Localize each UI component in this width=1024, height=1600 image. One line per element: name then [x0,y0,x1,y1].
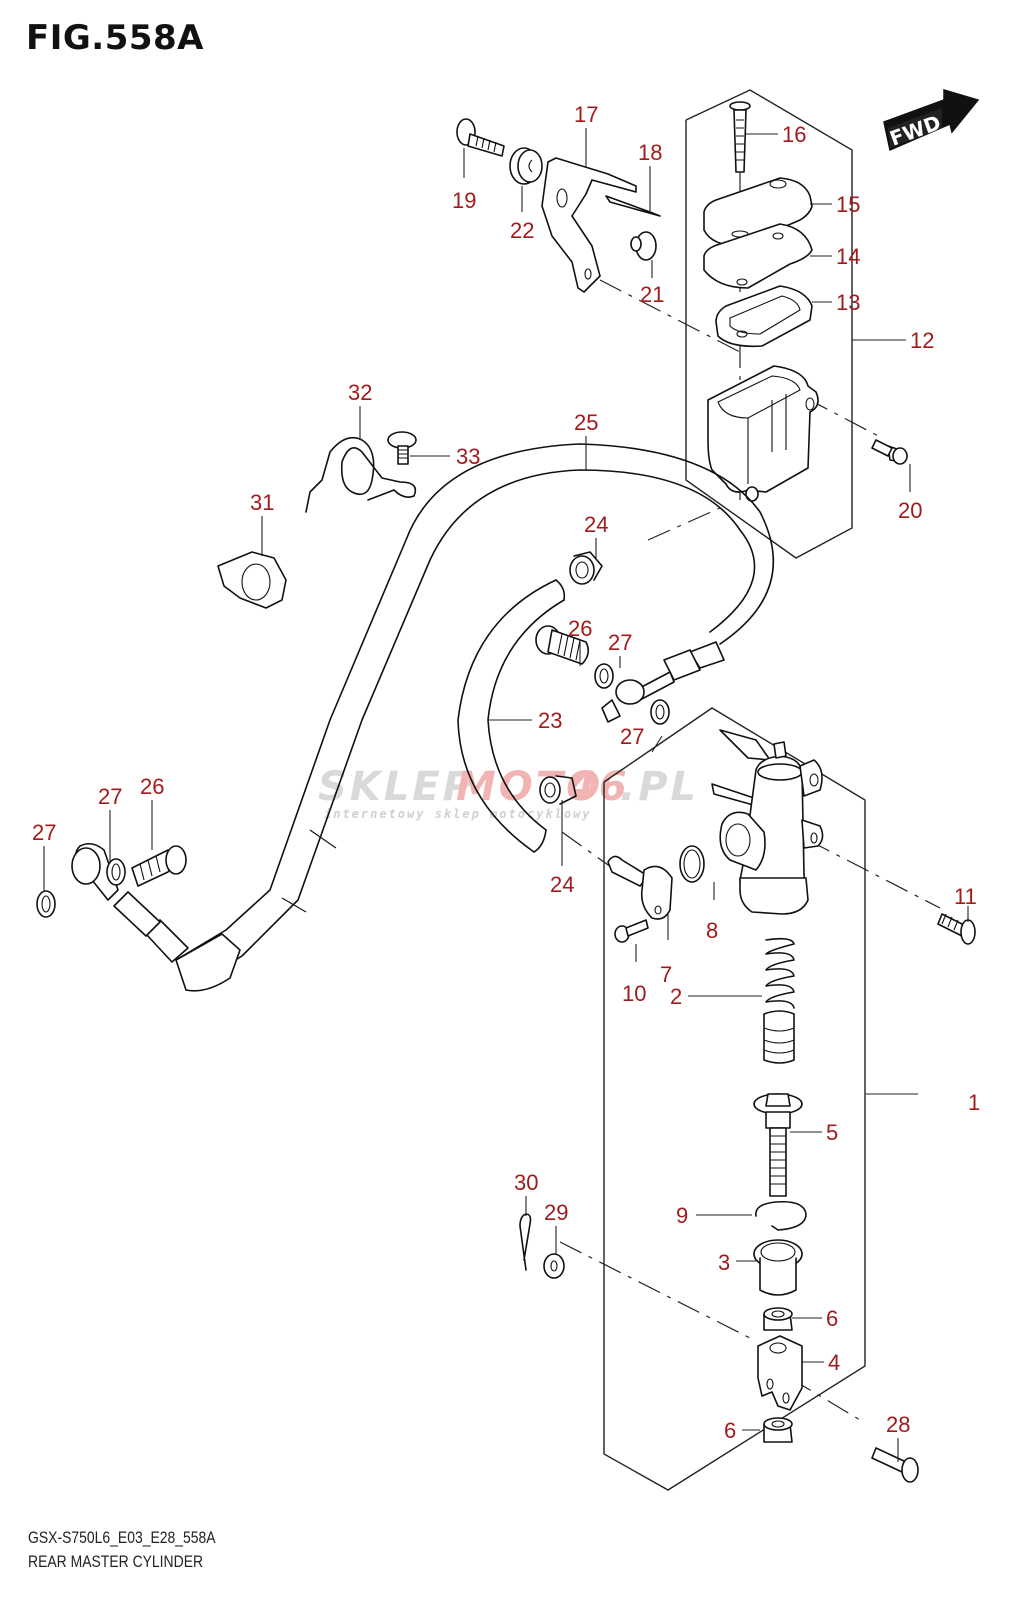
washer-left-inner-icon [106,858,126,886]
diaphragm-plate-icon [715,285,813,348]
callout-14: 14 [836,244,860,269]
group-outline-master-cylinder [603,707,866,1491]
bracket-icon [541,157,637,293]
watermark-brand-1: SKLEP [318,764,475,810]
callout-11: 11 [954,884,977,909]
section-title: REAR MASTER CYLINDER [28,1552,204,1571]
watermark-tagline: internetowy sklep motocyklowy [324,807,592,821]
callout-27-left-outer: 27 [32,820,56,845]
cotter-pin-icon [519,1213,532,1271]
hose-guide-spring-icon [305,436,417,513]
callout-6-lower: 6 [724,1418,736,1443]
hose-clamp-holder-icon [217,551,287,609]
watermark-brand-4: .PL [620,764,699,810]
callout-24-upper: 24 [584,512,608,537]
watermark: SKLEP MOTO 46 .PL internetowy sklep moto… [318,764,699,821]
callout-32: 32 [348,380,372,405]
callout-30: 30 [514,1170,538,1195]
callout-6-upper: 6 [826,1306,838,1331]
model-code: GSX-S750L6_E03_E28_558A [28,1528,216,1547]
clevis-icon [757,1335,803,1411]
callout-17: 17 [574,102,598,127]
o-ring-icon [679,845,705,883]
diaphragm-icon [703,223,813,289]
fwd-direction-icon: FWD [883,88,980,152]
master-cylinder-body-icon [711,729,824,915]
leader-lines [43,128,969,1462]
union-bolt-left-icon [131,845,187,887]
callout-27-left-inner: 27 [98,784,122,809]
callout-5: 5 [826,1120,838,1145]
washer-center-lower-icon [650,699,670,725]
bracket-tab-icon [605,195,661,217]
hose-clamp-upper-icon [569,551,603,585]
grommet-small-icon [630,231,657,261]
cap-screw-icon [729,101,751,173]
callout-1: 1 [968,1090,980,1115]
union-bolt-center-icon [535,625,590,665]
group-outline-reservoir [685,89,853,559]
hose-clamp-lower-icon [539,775,577,805]
push-rod-icon [753,1093,803,1197]
callout-31: 31 [250,490,274,515]
piston-icon [763,1010,795,1064]
reservoir-bolt-icon [871,439,908,465]
watermark-brand-2: MOTO [456,764,603,810]
circlip-icon [755,1200,807,1231]
callout-7: 7 [660,962,672,987]
brake-hose-icon [71,443,775,992]
washer-center-upper-icon [594,663,614,689]
mounting-bolt-icon [937,913,976,945]
callout-26-center: 26 [568,616,592,641]
callout-21: 21 [640,282,664,307]
callout-24-lower: 24 [550,872,574,897]
nut-upper-icon [763,1307,793,1331]
callout-4: 4 [828,1350,840,1375]
bracket-bolt-icon [456,118,505,157]
callouts: 1 2 3 4 5 6 6 7 8 9 10 11 12 13 14 15 16… [32,102,980,1443]
callout-28: 28 [886,1412,910,1437]
callout-10: 10 [622,981,646,1006]
callout-23: 23 [538,708,562,733]
connector-screw-icon [614,919,649,943]
pin-washer-icon [543,1253,565,1279]
boot-icon [753,1239,803,1296]
callout-25: 25 [574,410,598,435]
spring-icon [765,937,795,1009]
callout-15: 15 [836,192,860,217]
watermark-brand-3: 46 [567,764,630,810]
callout-16: 16 [782,122,806,147]
callout-8: 8 [706,918,718,943]
callout-29: 29 [544,1200,568,1225]
callout-22: 22 [510,218,534,243]
grommet-icon [509,147,543,185]
nut-lower-icon [763,1417,793,1443]
callout-27-center-upper: 27 [608,630,632,655]
callout-33: 33 [456,444,480,469]
reservoir-body-icon [707,365,819,502]
clevis-pin-icon [871,1447,919,1483]
figure-title: FIG.558A [26,18,204,58]
callout-2: 2 [670,984,682,1009]
callout-20: 20 [898,498,922,523]
callout-12: 12 [910,328,934,353]
callout-3: 3 [718,1250,730,1275]
hose-connector-icon [607,855,673,920]
callout-26-left: 26 [140,774,164,799]
washer-left-outer-icon [36,890,56,918]
callout-13: 13 [836,290,860,315]
callout-18: 18 [638,140,662,165]
callout-9: 9 [676,1203,688,1228]
callout-27-center-lower: 27 [620,724,644,749]
guide-screw-icon [387,431,417,465]
brake-hose-fitting-icon [601,641,725,723]
callout-19: 19 [452,188,476,213]
